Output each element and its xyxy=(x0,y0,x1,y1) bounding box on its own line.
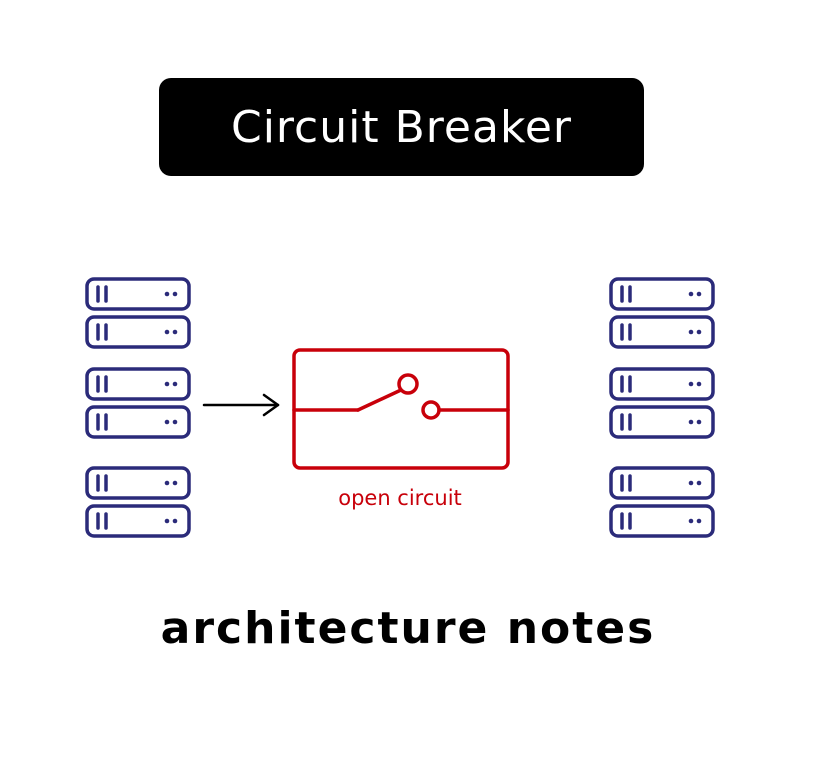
server-icon xyxy=(609,405,715,439)
server-icon xyxy=(85,367,191,401)
open-switch-icon xyxy=(292,348,510,470)
server-icon xyxy=(85,466,191,500)
server-icon xyxy=(85,315,191,349)
switch-caption: open circuit xyxy=(338,486,462,510)
footer-label: architecture notes xyxy=(160,603,656,654)
left-server-cluster xyxy=(85,277,191,538)
diagram-title: Circuit Breaker xyxy=(230,101,573,153)
server-icon xyxy=(609,367,715,401)
right-server-cluster xyxy=(609,277,715,538)
request-arrow-icon xyxy=(202,393,280,417)
title-banner: Circuit Breaker xyxy=(159,78,644,176)
server-icon xyxy=(85,504,191,538)
server-icon xyxy=(609,466,715,500)
server-icon xyxy=(85,405,191,439)
server-icon xyxy=(609,315,715,349)
server-icon xyxy=(609,277,715,311)
server-icon xyxy=(85,277,191,311)
server-icon xyxy=(609,504,715,538)
